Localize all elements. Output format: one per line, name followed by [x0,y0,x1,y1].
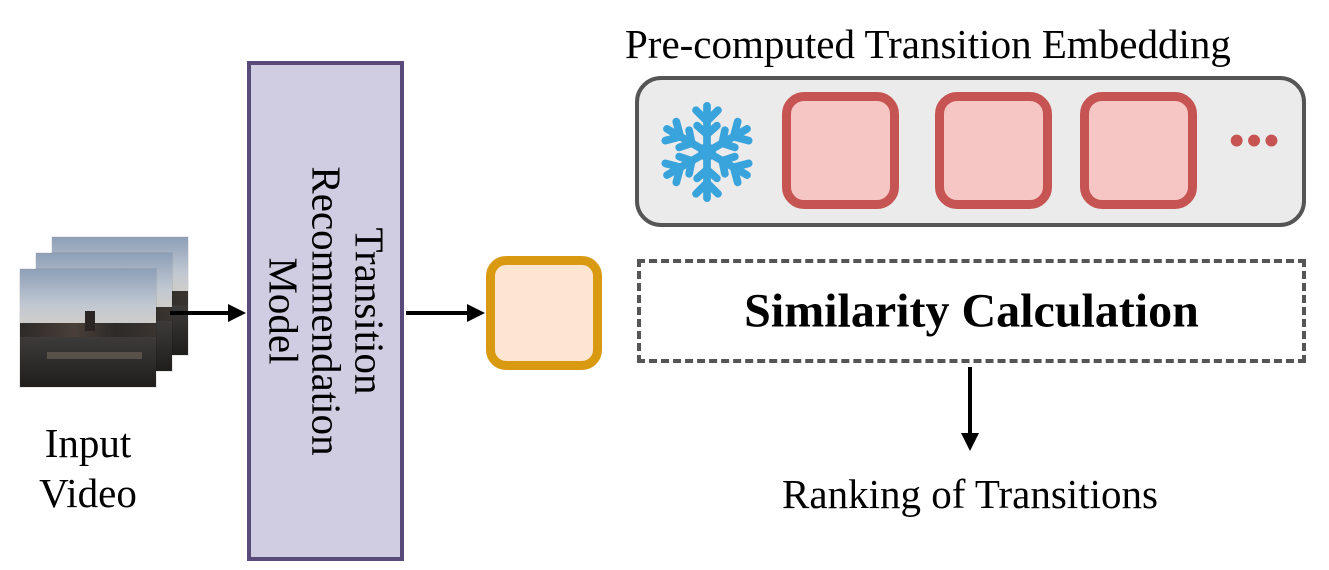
model-label-line3: Model [260,257,306,365]
precomputed-title: Pre-computed Transition Embedding [625,21,1231,67]
more-embeddings-ellipsis: ••• [1229,116,1282,165]
similarity-calculation-box: Similarity Calculation [637,259,1306,363]
video-frame-front [20,269,156,387]
transition-embedding-tile-1 [782,92,899,209]
similarity-calculation-label: Similarity Calculation [744,284,1199,338]
video-embedding-square [486,256,602,370]
model-label: Transition Recommendation Model [260,166,392,456]
snowflake-icon [652,101,762,210]
ranking-of-transitions-label: Ranking of Transitions [782,471,1158,517]
transition-embedding-tile-2 [935,92,1052,209]
input-video-label-line1: Input [44,420,132,466]
model-label-line2: Recommendation [303,166,349,456]
input-video-label: Input Video [20,418,156,518]
transition-embedding-tile-3 [1080,92,1197,209]
input-video-label-line2: Video [39,470,137,516]
transition-recommendation-model: Transition Recommendation Model [247,61,404,561]
model-label-line1: Transition [346,227,392,395]
